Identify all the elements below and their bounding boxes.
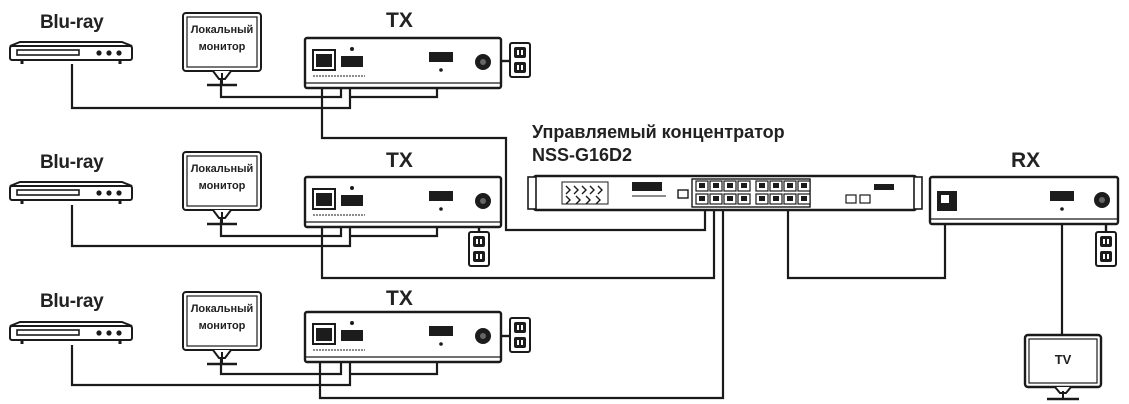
monitor-label-line2: монитор	[198, 320, 246, 332]
tx-label: TX	[386, 9, 413, 32]
power-outlet-icon	[509, 42, 531, 78]
monitor-label-line1: Локальный	[190, 24, 254, 36]
transmitter-icon	[303, 310, 503, 364]
switch-label-line2: NSS-G16D2	[532, 145, 633, 165]
transmitter-icon	[303, 36, 503, 90]
monitor-label-line1: Локальный	[190, 163, 254, 175]
receiver-icon	[928, 175, 1120, 226]
blu-ray-label: Blu-ray	[40, 152, 104, 173]
switch-label-line1: Управляемый концентратор	[532, 122, 785, 142]
tv-icon	[1023, 333, 1103, 401]
switch-label: Управляемый концентратор NSS-G16D2	[532, 121, 785, 167]
blu-ray-label: Blu-ray	[40, 12, 104, 33]
monitor-label-line2: монитор	[198, 41, 246, 53]
monitor-label: Локальный монитор	[189, 301, 255, 335]
tx-label: TX	[386, 287, 413, 310]
monitor-label: Локальный монитор	[189, 161, 255, 195]
power-outlet-icon	[509, 317, 531, 353]
tx-label: TX	[386, 149, 413, 172]
blu-ray-player-icon	[8, 320, 134, 346]
network-switch-icon	[527, 174, 923, 212]
monitor-label-line2: монитор	[198, 180, 246, 192]
monitor-label: Локальный монитор	[189, 22, 255, 56]
monitor-label-line1: Локальный	[190, 303, 254, 315]
blu-ray-player-icon	[8, 180, 134, 206]
blu-ray-label: Blu-ray	[40, 291, 104, 312]
power-outlet-icon	[468, 231, 490, 267]
transmitter-icon	[303, 175, 503, 229]
blu-ray-player-icon	[8, 40, 134, 66]
power-outlet-icon	[1095, 231, 1117, 267]
cable-lines	[70, 64, 1064, 400]
tv-label: TV	[1054, 352, 1072, 367]
rx-label: RX	[1011, 149, 1041, 172]
